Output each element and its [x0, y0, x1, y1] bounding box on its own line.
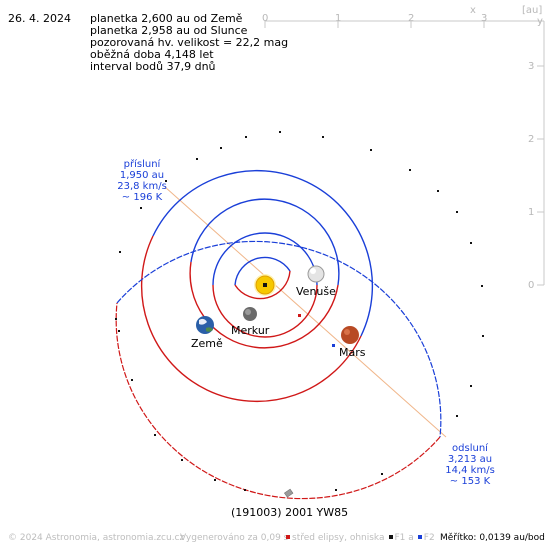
info-line: oběžná doba 4,148 let	[90, 48, 214, 61]
render-time: Vygenerováno za 0,09 s	[180, 533, 289, 543]
focus-f2-marker	[332, 344, 335, 347]
x-tick-0: 0	[262, 13, 269, 24]
unit-label: [au]	[522, 5, 543, 16]
info-line: planetka 2,600 au od Země	[90, 12, 243, 25]
x-axis-label: x	[470, 5, 476, 16]
legend-center-icon	[286, 535, 290, 539]
sun	[254, 274, 276, 296]
mars-label: Mars	[339, 346, 366, 359]
legend-f2-label: F2	[423, 533, 435, 543]
date: 26. 4. 2024	[8, 12, 71, 25]
venus-planet	[307, 265, 325, 283]
x-tick-2: 2	[408, 13, 415, 24]
x-axis	[264, 20, 544, 28]
info-line: pozorovaná hv. velikost = 22,2 mag	[90, 36, 289, 49]
aphelion-info: odsluní 3,213 au 14,4 km/s ~ 153 K	[440, 443, 500, 487]
apse-line	[164, 186, 447, 438]
asteroid-name: (191003) 2001 YW85	[231, 506, 349, 519]
legend-f1-icon	[388, 535, 393, 539]
mercury-label: Merkur	[231, 324, 270, 337]
info-line: interval bodů 37,9 dnů	[90, 60, 216, 73]
perihelion-info: přísluní 1,950 au 23,8 km/s ~ 196 K	[112, 159, 172, 203]
y-tick-2: 2	[528, 134, 535, 145]
venus-label: Venuše	[296, 285, 336, 298]
info-lines: planetka 2,600 au od Země planetka 2,958…	[90, 13, 288, 73]
legend-f1-label: F1 a	[394, 533, 414, 543]
aphelion-angle: ~ 153 K	[449, 476, 491, 487]
mars-planet	[341, 326, 359, 344]
legend-f2-icon	[417, 535, 422, 539]
ellipse-center-marker	[298, 314, 301, 317]
y-axis-label: y	[537, 16, 543, 27]
earth-orbit	[189, 198, 340, 349]
earth-planet	[196, 316, 214, 334]
y-axis	[537, 21, 545, 286]
mars-orbit	[140, 169, 374, 403]
aphelion-title: odsluní	[452, 443, 488, 454]
scale: Měřítko: 0,0139 au/bod	[440, 533, 545, 543]
x-tick-3: 3	[481, 13, 488, 24]
mercury-planet	[243, 307, 257, 321]
legend: střed elipsy, ohniska F1 a F2	[286, 533, 435, 544]
mercury-orbit	[234, 256, 291, 300]
aphelion-speed: 14,4 km/s	[445, 465, 495, 476]
earth-label: Země	[191, 337, 223, 350]
y-tick-0: 0	[528, 280, 535, 291]
x-tick-1: 1	[335, 13, 342, 24]
asteroid-orbit	[115, 240, 442, 500]
asteroid-points	[115, 131, 484, 491]
perihelion-angle: ~ 196 K	[121, 192, 163, 203]
perihelion-distance: 1,950 au	[119, 170, 165, 181]
aphelion-distance: 3,213 au	[447, 454, 493, 465]
y-tick-3: 3	[528, 61, 535, 72]
info-line: planetka 2,958 au od Slunce	[90, 24, 248, 37]
copyright: © 2024 Astronomia, astronomia.zcu.cz	[8, 533, 185, 543]
y-tick-1: 1	[528, 207, 535, 218]
venus-orbit	[212, 232, 318, 338]
perihelion-title: přísluní	[123, 159, 161, 170]
perihelion-speed: 23,8 km/s	[117, 181, 167, 192]
legend-center-label: střed elipsy, ohniska	[292, 533, 385, 543]
asteroid-marker	[284, 488, 294, 498]
